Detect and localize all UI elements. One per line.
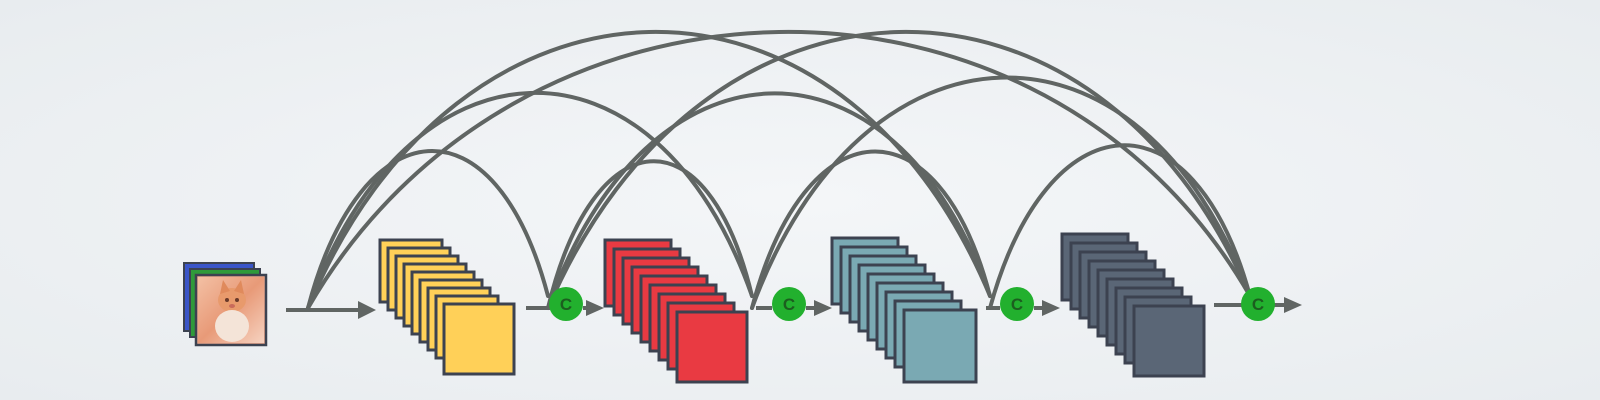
arrowhead-output <box>1284 297 1302 313</box>
dense-block-3 <box>830 236 978 384</box>
arrowhead-concat1 <box>586 300 604 316</box>
skip-arc-input-to-concat-1 <box>306 149 550 310</box>
skip-arc-concat-1-to-concat-2 <box>546 159 754 310</box>
block-3-feature-map-9 <box>902 308 978 384</box>
concat-node-3: C <box>1000 287 1034 321</box>
concat-node-2: C <box>772 287 806 321</box>
concat-nodes: C C C C <box>549 287 1275 321</box>
input-image <box>183 262 268 347</box>
arrowhead-input <box>358 301 376 319</box>
skip-arc-concat-2-to-concat-4 <box>750 75 1252 310</box>
skip-arc-input-to-concat-4 <box>306 29 1252 310</box>
arrowhead-concat2 <box>814 300 832 316</box>
skip-arc-concat-1-to-concat-3 <box>546 91 992 310</box>
skip-connections <box>306 29 1252 310</box>
concat-node-4: C <box>1241 287 1275 321</box>
arrowhead-concat3 <box>1042 300 1060 316</box>
block-2-feature-map-9 <box>675 310 749 384</box>
dense-block-2 <box>603 238 749 384</box>
concat-label-2: C <box>783 295 795 314</box>
skip-arc-concat-2-to-concat-3 <box>750 149 992 310</box>
main-flow <box>286 297 1302 319</box>
block-4-feature-map-9 <box>1132 304 1206 378</box>
block-1-feature-map-9 <box>442 302 516 376</box>
concat-label-1: C <box>560 295 572 314</box>
concat-node-1: C <box>549 287 583 321</box>
concat-label-4: C <box>1252 295 1264 314</box>
concat-label-3: C <box>1011 295 1023 314</box>
skip-arc-concat-3-to-concat-4 <box>988 143 1252 310</box>
dense-block-1 <box>378 238 516 376</box>
dense-blocks <box>378 232 1206 384</box>
skip-arc-concat-1-to-concat-4 <box>546 29 1252 310</box>
dense-block-4 <box>1060 232 1206 378</box>
cat-photo-icon <box>198 277 264 343</box>
